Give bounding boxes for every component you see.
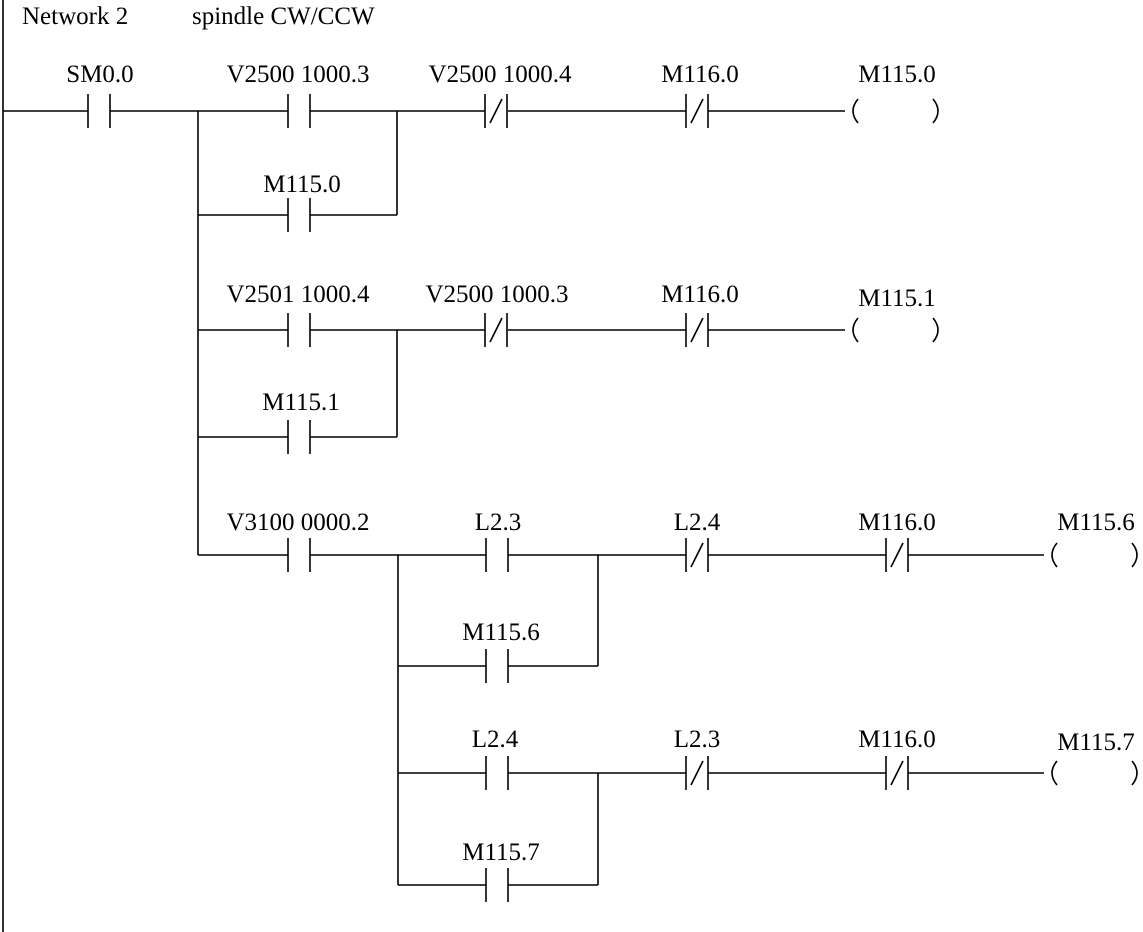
svg-text:V2500 1000.3: V2500 1000.3 <box>226 61 369 88</box>
svg-text:M116.0: M116.0 <box>858 509 936 536</box>
contact-nc-l2-4: L2.4 <box>674 509 721 572</box>
svg-text:M116.0: M116.0 <box>661 281 739 308</box>
svg-text:M115.6: M115.6 <box>462 619 540 646</box>
svg-text:M116.0: M116.0 <box>661 61 739 88</box>
contact-nc-v2500-1000-3: V2500 1000.3 <box>425 281 569 347</box>
contact-m115-1-hold: M115.1 <box>262 389 340 454</box>
svg-text:M115.7: M115.7 <box>462 839 540 866</box>
contact-m115-7-hold: M115.7 <box>462 839 540 902</box>
contact-nc-v2500-1000-4: V2500 1000.4 <box>428 61 572 128</box>
svg-text:V2500 1000.4: V2500 1000.4 <box>428 61 572 88</box>
network-label: Network 2 <box>22 3 128 30</box>
svg-text:M115.1: M115.1 <box>262 389 340 416</box>
svg-text:M116.0: M116.0 <box>858 726 936 753</box>
svg-text:V2500 1000.3: V2500 1000.3 <box>425 281 568 308</box>
svg-text:V2501 1000.4: V2501 1000.4 <box>226 281 370 308</box>
svg-text:M115.0: M115.0 <box>858 61 936 88</box>
contact-m115-6-hold: M115.6 <box>462 619 540 683</box>
contact-sm0-0: SM0.0 <box>66 61 134 128</box>
coil-m115-7: M115.7 <box>1051 729 1138 786</box>
svg-text:L2.3: L2.3 <box>475 509 522 536</box>
svg-text:SM0.0: SM0.0 <box>66 61 133 88</box>
wiring <box>3 110 1044 886</box>
contact-l2-3: L2.3 <box>475 509 522 572</box>
contact-nc-m116-0-d: M116.0 <box>858 726 936 790</box>
coil-m115-1: M115.1 <box>852 285 939 343</box>
svg-text:L2.3: L2.3 <box>674 726 721 753</box>
svg-text:M115.7: M115.7 <box>1057 729 1135 756</box>
svg-text:L2.4: L2.4 <box>472 726 519 753</box>
svg-text:M115.1: M115.1 <box>858 285 936 312</box>
network-comment: spindle CW/CCW <box>192 3 375 30</box>
coil-m115-0: M115.0 <box>852 61 939 124</box>
svg-text:M115.0: M115.0 <box>263 171 341 198</box>
coil-m115-6: M115.6 <box>1051 509 1138 568</box>
contact-nc-m116-0-b: M116.0 <box>661 281 739 347</box>
svg-text:M115.6: M115.6 <box>1057 509 1135 536</box>
contact-v2501-1000-4: V2501 1000.4 <box>226 281 370 347</box>
svg-text:V3100 0000.2: V3100 0000.2 <box>226 509 369 536</box>
contact-nc-l2-3: L2.3 <box>674 726 721 790</box>
contact-v3100-0000-2: V3100 0000.2 <box>226 509 370 572</box>
contact-l2-4: L2.4 <box>472 726 519 790</box>
svg-text:L2.4: L2.4 <box>674 509 721 536</box>
contact-m115-0-hold: M115.0 <box>263 171 341 232</box>
contact-nc-m116-0-c: M116.0 <box>858 509 936 572</box>
contact-v2500-1000-3: V2500 1000.3 <box>226 61 370 128</box>
contact-nc-m116-0-a: M116.0 <box>661 61 739 128</box>
